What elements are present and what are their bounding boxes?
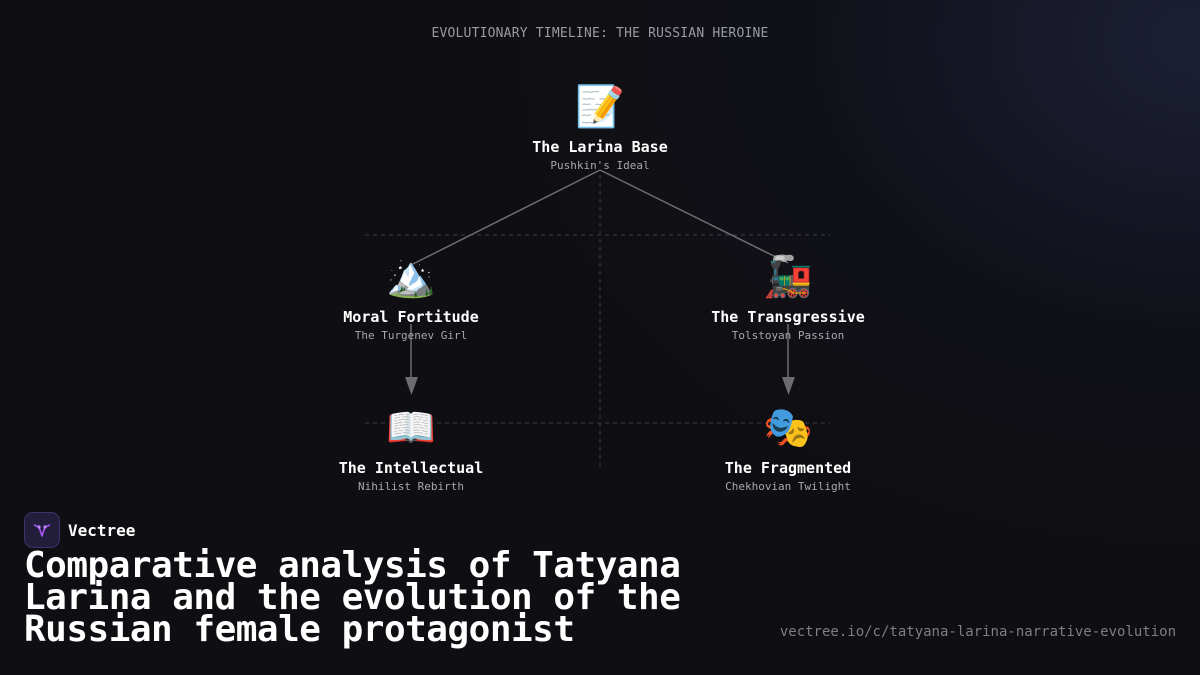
node-intellectual: 📖 The Intellectual Nihilist Rebirth <box>281 403 541 493</box>
node-fragmented: 🎭 The Fragmented Chekhovian Twilight <box>658 403 918 493</box>
mountain-icon: 🏔️ <box>386 254 436 300</box>
diagram-title: EVOLUTIONARY TIMELINE: THE RUSSIAN HEROI… <box>431 26 769 41</box>
node-subtitle: Tolstoyan Passion <box>731 329 845 342</box>
open-book-icon: 📖 <box>386 405 436 451</box>
arrowhead-moral-intellectual <box>405 377 418 395</box>
page-url[interactable]: vectree.io/c/tatyana-larina-narrative-ev… <box>779 624 1176 640</box>
node-moral-fortitude: 🏔️ Moral Fortitude The Turgenev Girl <box>281 252 541 342</box>
edge-larina-transgressive <box>599 169 789 264</box>
node-label: The Intellectual <box>338 459 484 477</box>
node-subtitle: The Turgenev Girl <box>354 329 468 342</box>
edge-larina-moral <box>410 169 601 266</box>
node-label: Moral Fortitude <box>343 308 479 326</box>
node-label: The Fragmented <box>724 459 852 477</box>
brand-name: Vectree <box>68 520 136 540</box>
page-title: Comparative analysis of Tatyana Larina a… <box>24 545 681 650</box>
node-subtitle: Pushkin's Ideal <box>550 159 650 172</box>
locomotive-icon: 🚂 <box>763 254 813 300</box>
vectree-logo-icon <box>24 512 60 548</box>
brand[interactable]: Vectree <box>24 512 135 548</box>
theater-masks-icon: 🎭 <box>763 405 813 451</box>
node-subtitle: Nihilist Rebirth <box>358 480 464 493</box>
node-label: The Larina Base <box>532 138 668 156</box>
node-larina-base: 📝 The Larina Base Pushkin's Ideal <box>470 82 730 172</box>
node-subtitle: Chekhovian Twilight <box>725 480 851 493</box>
node-transgressive: 🚂 The Transgressive Tolstoyan Passion <box>658 252 918 342</box>
memo-icon: 📝 <box>575 84 625 130</box>
node-label: The Transgressive <box>711 308 865 326</box>
arrowhead-transgressive-fragmented <box>782 377 795 395</box>
